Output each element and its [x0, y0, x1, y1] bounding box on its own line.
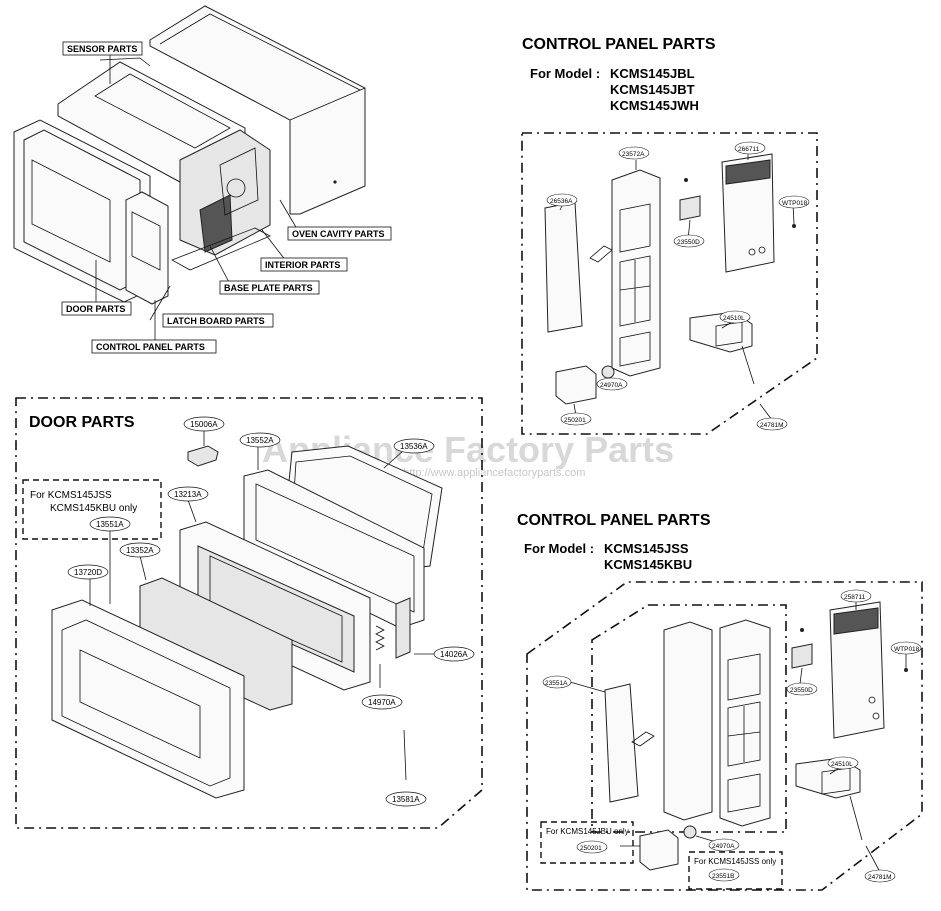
control-bottom-model-1: KCMS145JSS — [604, 541, 689, 556]
callout-door-parts: DOOR PARTS — [66, 304, 125, 314]
part-13352A: 13352A — [126, 546, 154, 555]
part-15006A: 15006A — [190, 420, 218, 429]
top-part-26536A: 26536A — [550, 198, 573, 205]
control-panel-top-section: CONTROL PANEL PARTS For Model : KCMS145J… — [521, 36, 818, 435]
control-panel-bottom-section: CONTROL PANEL PARTS For Model : KCMS145J… — [517, 512, 923, 891]
top-part-24970A: 24970A — [600, 382, 623, 389]
top-part-266711: 266711 — [738, 146, 760, 153]
part-14026A: 14026A — [440, 650, 468, 659]
control-top-model-3: KCMS145JWH — [610, 98, 699, 113]
bottom-note-jss: For KCMS145JSS only — [694, 857, 776, 866]
control-top-title: CONTROL PANEL PARTS — [522, 36, 716, 53]
bottom-part-24781M: 24781M — [868, 874, 892, 881]
overview-microwave: SENSOR PARTS OVEN CAVITY PARTS INTERIOR … — [13, 5, 392, 354]
bottom-part-24510L: 24510L — [831, 761, 853, 768]
top-part-24781M: 24781M — [760, 422, 784, 429]
bottom-part-250201: 250201 — [580, 845, 602, 852]
bottom-part-23550D: 23550D — [790, 687, 813, 694]
part-13552A: 13552A — [246, 436, 274, 445]
control-top-model-1: KCMS145JBL — [610, 66, 695, 81]
control-bottom-model-2: KCMS145KBU — [604, 557, 692, 572]
part-13536A: 13536A — [400, 442, 428, 451]
watermark-site: © http://www.appliancefactoryparts.com — [392, 467, 585, 479]
callout-base-plate-parts: BASE PLATE PARTS — [224, 283, 313, 293]
bottom-note-jbu: For KCMS145JBU only — [546, 827, 629, 836]
callout-control-panel-parts: CONTROL PANEL PARTS — [96, 342, 205, 352]
part-13551A: 13551A — [96, 520, 124, 529]
top-part-23550D: 23550D — [677, 239, 700, 246]
bottom-part-23551B: 23551B — [712, 873, 734, 880]
top-part-250201: 250201 — [564, 417, 586, 424]
door-parts-title: DOOR PARTS — [29, 414, 135, 431]
door-note-line2: KCMS145KBU only — [50, 503, 137, 514]
part-13213A: 13213A — [174, 490, 202, 499]
control-top-model-prefix: For Model : — [530, 66, 600, 81]
bottom-part-23551A: 23551A — [545, 680, 568, 687]
bottom-part-258711: 258711 — [844, 594, 866, 601]
callout-sensor-parts: SENSOR PARTS — [67, 44, 137, 54]
control-top-model-2: KCMS145JBT — [610, 82, 695, 97]
part-13720D: 13720D — [74, 568, 102, 577]
callout-latch-board-parts: LATCH BOARD PARTS — [167, 316, 265, 326]
bottom-part-24970A: 24970A — [712, 843, 735, 850]
control-bottom-model-prefix: For Model : — [524, 541, 594, 556]
bottom-part-WTP018: WTP018 — [894, 646, 920, 653]
door-note-line1: For KCMS145JSS — [30, 490, 112, 501]
door-parts-section: DOOR PARTS For KCMS145JSS KCMS145KBU onl… — [15, 397, 483, 829]
control-bottom-title: CONTROL PANEL PARTS — [517, 512, 711, 529]
callout-oven-cavity-parts: OVEN CAVITY PARTS — [292, 229, 385, 239]
part-13581A: 13581A — [392, 795, 420, 804]
top-part-24510L: 24510L — [723, 315, 745, 322]
callout-interior-parts: INTERIOR PARTS — [265, 260, 340, 270]
part-14970A: 14970A — [368, 698, 396, 707]
top-part-WTP018: WTP018 — [782, 200, 808, 207]
top-part-23572A: 23572A — [622, 151, 645, 158]
